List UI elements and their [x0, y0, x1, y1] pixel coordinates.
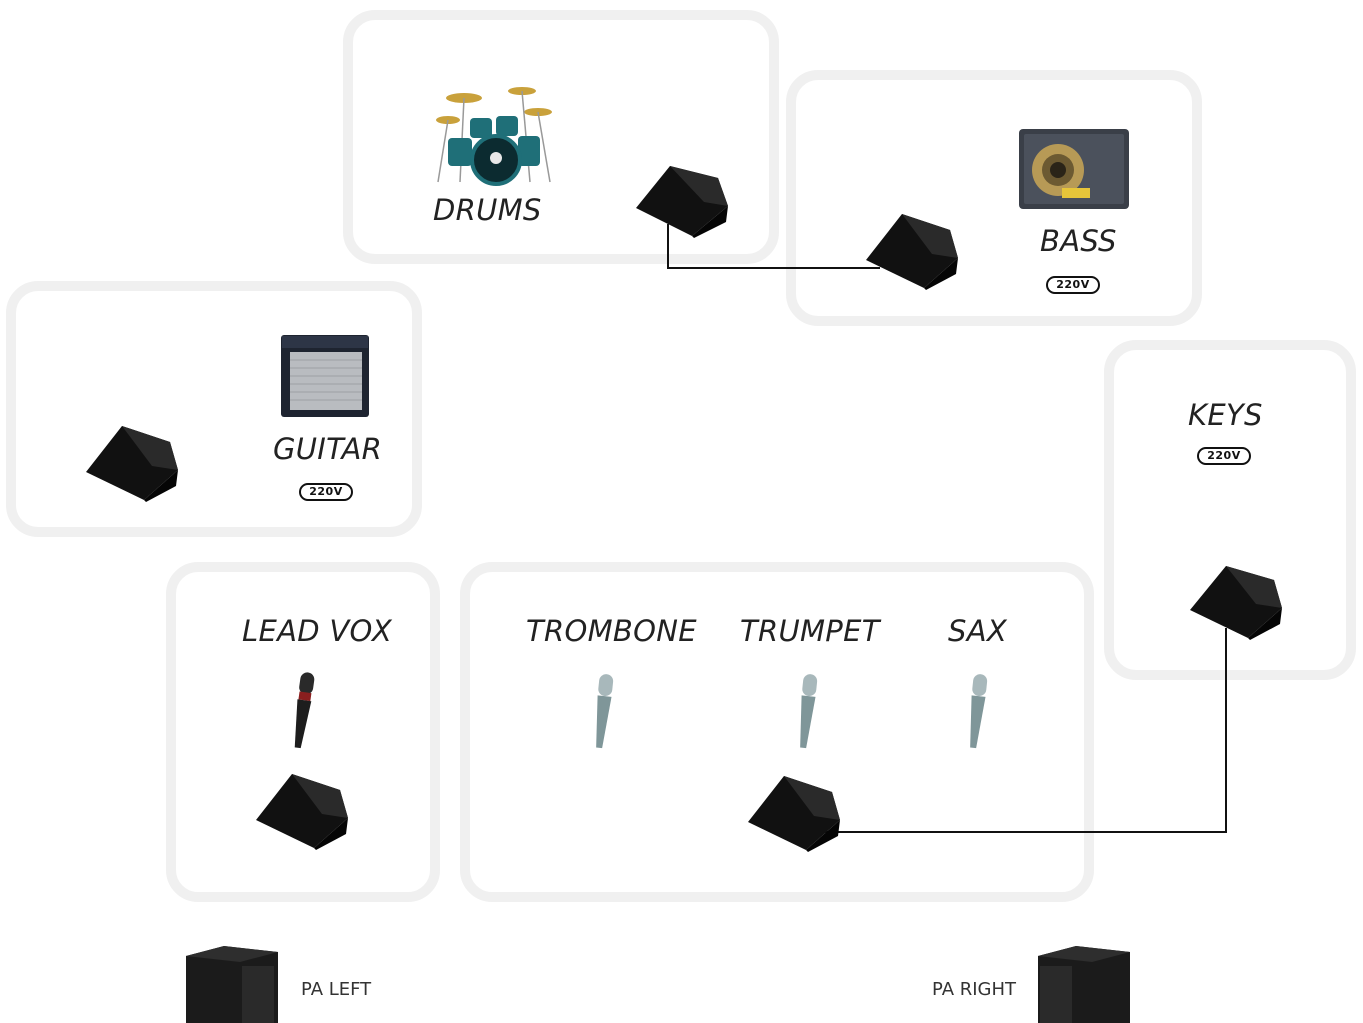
sax-label: SAX: [948, 614, 1008, 648]
drum-kit-icon: [436, 87, 552, 186]
floor-monitor-bass: [866, 214, 958, 290]
floor-monitor-lead-vox: [256, 774, 348, 850]
pa-right-speaker-icon: [1038, 946, 1130, 1023]
trombone-label: TROMBONE: [526, 614, 697, 648]
horns-zone: [460, 562, 1094, 902]
keys-label: KEYS: [1188, 398, 1263, 432]
floor-monitor-guitar: [86, 426, 178, 502]
bass-amp-icon: [1019, 129, 1129, 209]
trumpet-label: TRUMPET: [740, 614, 880, 648]
drums-label: DRUMS: [433, 193, 542, 227]
lead-vox-label: LEAD VOX: [242, 614, 393, 648]
pa-left-label: PA LEFT: [301, 979, 372, 1000]
pa-left-speaker-icon: [186, 946, 278, 1023]
bass-label: BASS: [1040, 224, 1117, 258]
bass-zone: [786, 70, 1202, 326]
bass-power-badge: 220V: [1046, 276, 1100, 294]
floor-monitor-horns: [748, 776, 840, 852]
trumpet-microphone-icon: [800, 674, 818, 749]
floor-monitor-drums: [636, 166, 728, 238]
pa-right-label: PA RIGHT: [932, 979, 1017, 1000]
trombone-microphone-icon: [596, 674, 614, 749]
guitar-power-badge: 220V: [299, 483, 353, 501]
keys-power-badge: 220V: [1197, 447, 1251, 465]
drums-zone: [343, 10, 779, 264]
floor-monitor-keys: [1190, 566, 1282, 640]
sax-microphone-icon: [970, 674, 988, 749]
guitar-label: GUITAR: [273, 432, 383, 466]
guitar-amp-icon: [281, 335, 369, 417]
vocal-microphone-icon: [294, 672, 315, 749]
